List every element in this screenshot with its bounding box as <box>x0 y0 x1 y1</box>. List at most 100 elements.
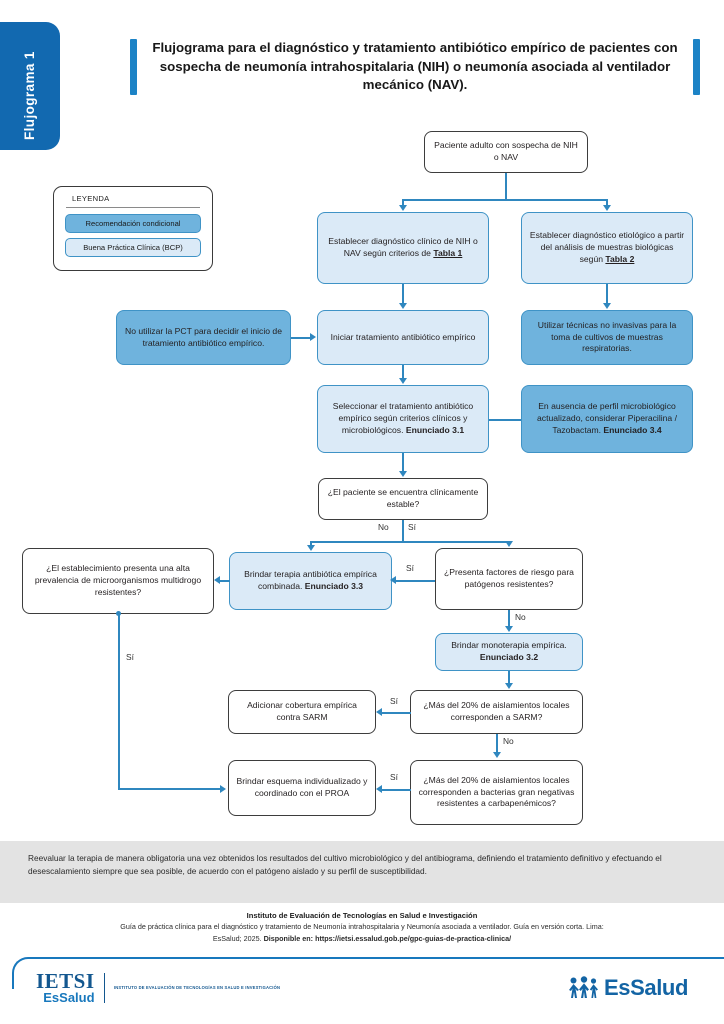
n11-text: Brindar terapia antibiótica empírica com… <box>244 569 377 591</box>
node-diagnostico-etiologico: Establecer diagnóstico etiológico a part… <box>521 212 693 284</box>
conn-n01-left-drop <box>402 199 404 207</box>
n13-text: Brindar monoterapia empírica. <box>451 640 567 651</box>
legend-title: LEYENDA <box>72 194 110 203</box>
arrow-to-n09 <box>399 471 407 477</box>
ietsi-logo-bottom: EsSalud <box>43 989 95 1005</box>
arrow-to-n02 <box>399 205 407 211</box>
ietsi-logo: IETSI EsSalud INSTITUTO DE EVALUACIÓN DE… <box>36 969 281 1005</box>
arrow-n04-to-n05 <box>310 333 316 341</box>
arrow-n15-to-n17 <box>493 752 501 758</box>
arrow-n12-to-n11 <box>390 576 396 584</box>
conn-n03-n06 <box>606 284 608 304</box>
conn-n01-down <box>505 173 507 200</box>
conn-n05-n07 <box>402 365 404 378</box>
citation-line-1: Guía de práctica clínica para el diagnós… <box>120 922 604 932</box>
essalud-figures-icon <box>568 976 598 998</box>
conn-n01-right-drop <box>606 199 608 207</box>
node-diagnostico-clinico: Establecer diagnóstico clínico de NIH o … <box>317 212 489 284</box>
reevaluation-note-band: Reevaluar la terapia de manera obligator… <box>0 841 724 903</box>
enunciado-3-4: Enunciado 3.4 <box>603 424 662 435</box>
arrow-n17-to-n16 <box>376 785 382 793</box>
conn-n09-down <box>402 520 404 542</box>
arrow-n15-to-n14 <box>376 708 382 716</box>
conn-n10-right <box>118 788 221 790</box>
conn-n07-n08 <box>489 419 521 421</box>
side-tab-label: Flujograma 1 <box>22 51 37 140</box>
citation-block: Instituto de Evaluación de Tecnologías e… <box>22 910 702 944</box>
conn-n01-split <box>402 199 607 201</box>
citation-line-2-pre: EsSalud; 2025. <box>212 933 264 943</box>
node-factores-riesgo: ¿Presenta factores de riesgo para patóge… <box>435 548 583 610</box>
arrow-to-n06 <box>603 303 611 309</box>
node-pregunta-carbapenemicos: ¿Más del 20% de aislamientos locales cor… <box>410 760 583 825</box>
n03-text: Establecer diagnóstico etiológico a part… <box>529 230 685 264</box>
title-accent-bar-left <box>130 39 137 95</box>
flujograma-side-tab: Flujograma 1 <box>0 22 60 150</box>
conn-n15-n14 <box>382 712 411 714</box>
node-tecnicas-no-invasivas: Utilizar técnicas no invasivas para la t… <box>521 310 693 365</box>
legend-item-bpc: Buena Práctica Clínica (BCP) <box>65 238 201 257</box>
node-no-utilizar-pct: No utilizar la PCT para decidir el inici… <box>116 310 291 365</box>
node-esquema-proa: Brindar esquema individualizado y coordi… <box>228 760 376 816</box>
node-alta-prevalencia-mdr: ¿El establecimiento presenta una alta pr… <box>22 548 214 614</box>
legend-divider <box>66 207 200 208</box>
edge-label-si-1: Sí <box>406 522 418 532</box>
page-title: Flujograma para el diagnóstico y tratami… <box>152 39 678 93</box>
node-terapia-combinada: Brindar terapia antibiótica empírica com… <box>229 552 392 610</box>
conn-n17-n16 <box>382 789 411 791</box>
node-paciente-adulto: Paciente adulto con sospecha de NIH o NA… <box>424 131 588 173</box>
node-cobertura-sarm: Adicionar cobertura empírica contra SARM <box>228 690 376 734</box>
edge-label-si-5: Sí <box>124 652 136 662</box>
n08-text: En ausencia de perfil microbiológico act… <box>537 401 677 435</box>
citation-institution: Instituto de Evaluación de Tecnologías e… <box>246 911 478 920</box>
node-monoterapia: Brindar monoterapia empírica. Enunciado … <box>435 633 583 671</box>
ietsi-logo-subtitle: INSTITUTO DE EVALUACIÓN DE TECNOLOGÍAS E… <box>113 985 281 991</box>
node-paciente-estable: ¿El paciente se encuentra clínicamente e… <box>318 478 488 520</box>
tabla-1-link[interactable]: Tabla 1 <box>433 248 463 258</box>
edge-label-si-2: Sí <box>404 563 416 573</box>
reevaluation-note: Reevaluar la terapia de manera obligator… <box>28 853 662 876</box>
conn-n09-split <box>310 541 509 543</box>
essalud-wordmark: EsSalud <box>603 975 688 1000</box>
conn-n13-n15 <box>508 671 510 683</box>
enunciado-3-3: Enunciado 3.3 <box>304 581 364 591</box>
ietsi-logo-top: IETSI <box>36 969 95 993</box>
page-title-wrap: Flujograma para el diagnóstico y tratami… <box>130 31 700 103</box>
node-pregunta-sarm: ¿Más del 20% de aislamientos locales cor… <box>410 690 583 734</box>
ietsi-wordmark: IETSI EsSalud <box>36 969 95 1005</box>
arrow-to-n11 <box>307 545 315 551</box>
conn-n07-n09 <box>402 453 404 471</box>
edge-label-no-2: No <box>513 612 528 622</box>
arrow-to-n05 <box>399 303 407 309</box>
arrow-to-n12 <box>505 541 513 547</box>
citation-url[interactable]: Disponible en: https://ietsi.essalud.gob… <box>263 933 512 943</box>
conn-n15-n17 <box>496 734 498 752</box>
legend: LEYENDA Recomendación condicional Buena … <box>53 186 213 271</box>
title-accent-bar-right <box>693 39 700 95</box>
n07-text: Seleccionar el tratamiento antibiótico e… <box>332 401 474 435</box>
node-iniciar-tratamiento: Iniciar tratamiento antibiótico empírico <box>317 310 489 365</box>
arrow-n12-to-n13 <box>505 626 513 632</box>
conn-n02-n05 <box>402 284 404 304</box>
tabla-2-link[interactable]: Tabla 2 <box>605 253 635 264</box>
arrow-n11-to-n10 <box>214 576 220 584</box>
n02-text: Establecer diagnóstico clínico de NIH o … <box>328 236 478 258</box>
conn-n12-n11 <box>396 580 435 582</box>
enunciado-3-2: Enunciado 3.2 <box>479 652 539 662</box>
conn-n09-left-drop <box>310 541 312 545</box>
footer-rule <box>12 957 724 989</box>
node-ausencia-perfil: En ausencia de perfil microbiológico act… <box>521 385 693 453</box>
conn-n12-n13 <box>508 610 510 626</box>
edge-label-si-4: Sí <box>388 772 400 782</box>
citation-line-2: EsSalud; 2025. Disponible en: https://ie… <box>22 933 702 944</box>
edge-label-no-3: No <box>501 736 516 746</box>
arrow-n13-to-n15 <box>505 683 513 689</box>
arrow-to-n03 <box>603 205 611 211</box>
conn-n10-origin-dot <box>116 611 121 616</box>
ietsi-logo-divider <box>103 973 105 1004</box>
conn-n04-n05 <box>291 337 311 339</box>
arrow-to-n07 <box>399 378 407 384</box>
legend-item-conditional: Recomendación condicional <box>65 214 201 233</box>
arrow-n10-to-n16 <box>220 785 226 793</box>
